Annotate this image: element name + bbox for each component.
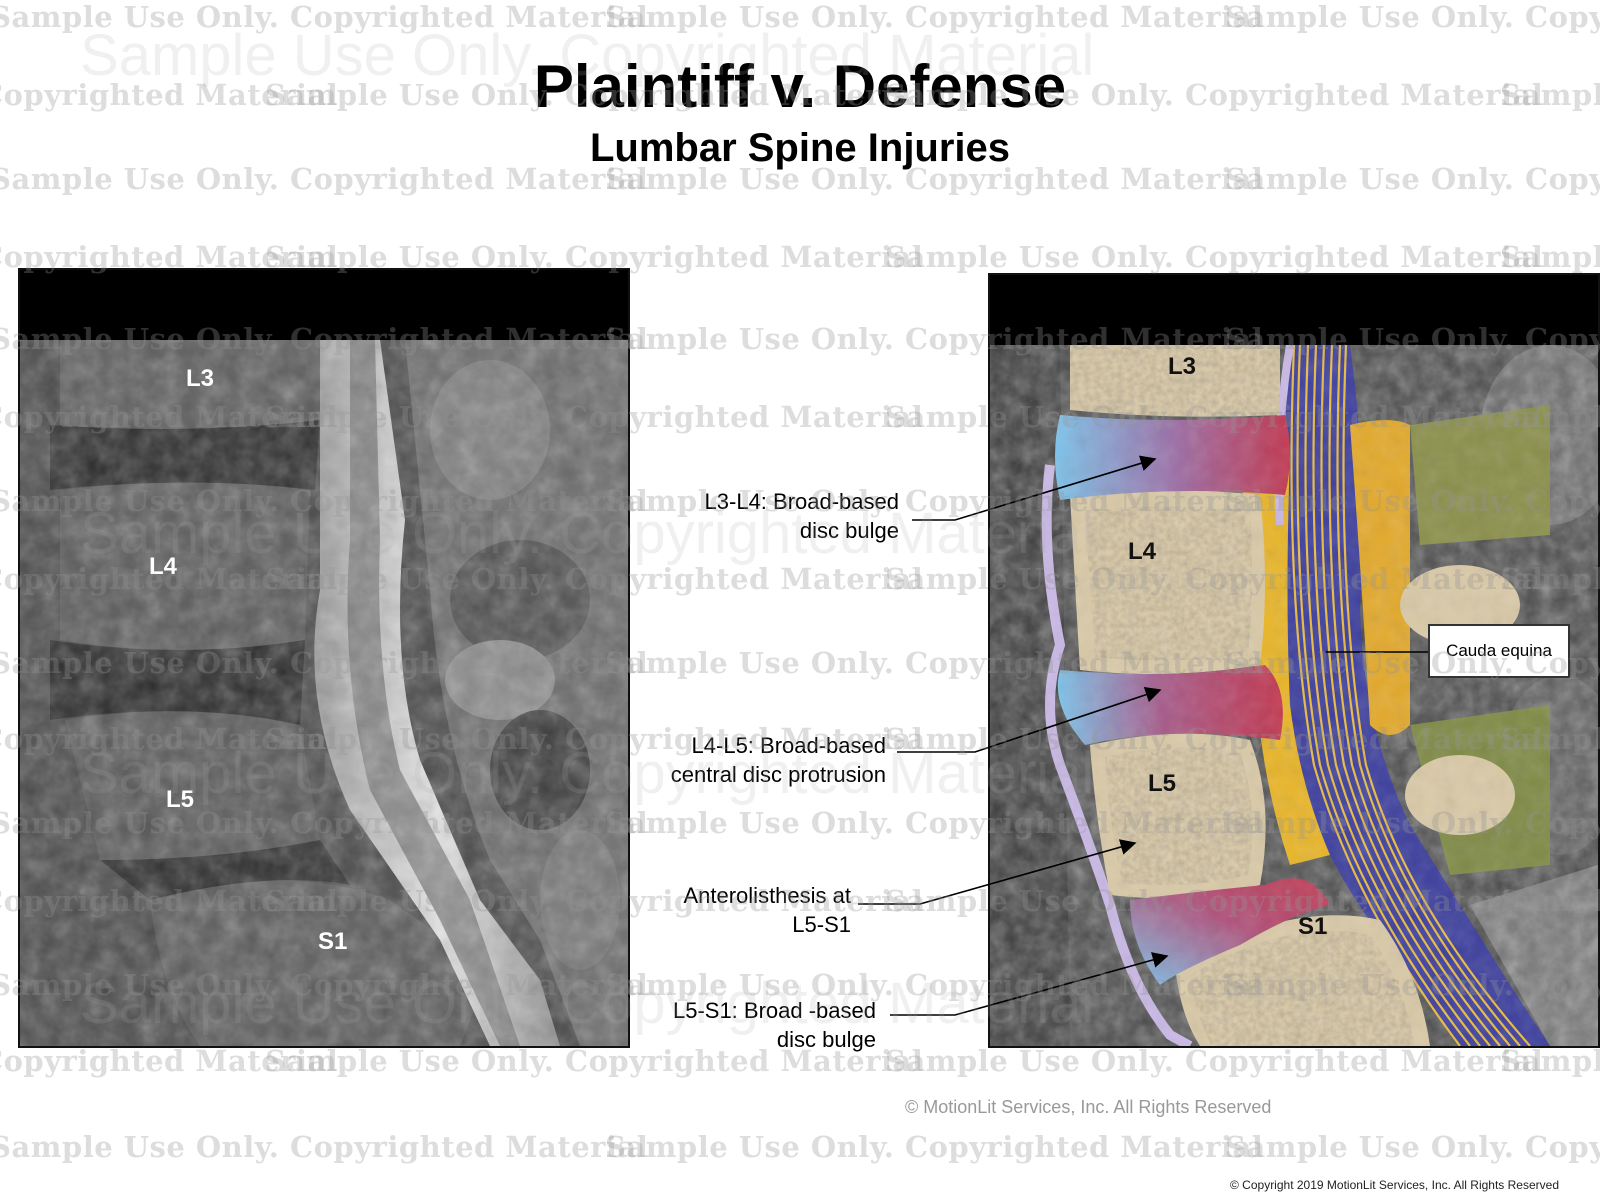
page-subtitle: Lumbar Spine Injuries	[589, 126, 1011, 170]
leader-l5-s1	[890, 952, 1169, 1016]
callout-l5-s1: L5-S1: Broad -based disc bulge	[673, 996, 876, 1054]
callout-l3-l4: L3-L4: Broad-based disc bulge	[705, 487, 899, 545]
illustration-panel: L3 L4 L5 S1	[988, 273, 1600, 1048]
copyright-mid: © MotionLit Services, Inc. All Rights Re…	[905, 1097, 1272, 1117]
mri-panel-header-bar	[20, 270, 628, 340]
illustration-label-l4: L4	[1128, 538, 1157, 565]
callout-anterolisthesis: Anterolisthesis at L5-S1	[683, 881, 851, 939]
cauda-equina-label: Cauda equina	[1428, 624, 1570, 678]
mri-label-l4: L4	[149, 553, 178, 580]
callout-l3-l4-line2: disc bulge	[799, 518, 899, 543]
callout-l4-l5: L4-L5: Broad-based central disc protrusi…	[671, 731, 886, 789]
callout-anterolisthesis-line2: L5-S1	[792, 912, 851, 937]
mri-label-l3: L3	[186, 365, 215, 392]
illustration-label-l3: L3	[1168, 353, 1197, 380]
leader-l3-l4	[912, 455, 1157, 521]
mri-label-s1: S1	[318, 928, 348, 955]
leader-anterolisthesis	[858, 839, 1137, 905]
callout-anterolisthesis-line1: Anterolisthesis at	[683, 883, 851, 908]
callout-l4-l5-line2: central disc protrusion	[670, 762, 886, 787]
callout-l5-s1-line1: L5-S1: Broad -based	[672, 998, 876, 1023]
leader-l4-l5	[897, 686, 1162, 753]
spine-illustration	[990, 345, 1598, 1046]
illustration-label-l5: L5	[1148, 770, 1177, 797]
page-title: Plaintiff v. Defense	[533, 53, 1067, 120]
callout-l5-s1-line2: disc bulge	[776, 1027, 876, 1052]
mri-panel: L3 L4 L5 S1	[18, 268, 630, 1048]
callout-l4-l5-line1: L4-L5: Broad-based	[691, 733, 886, 758]
illustration-panel-header-bar	[990, 275, 1598, 345]
mri-image	[20, 340, 628, 1046]
copyright-bottom: © Copyright 2019 MotionLit Services, Inc…	[1230, 1178, 1559, 1192]
callout-l3-l4-line1: L3-L4: Broad-based	[704, 489, 899, 514]
illustration-label-s1: S1	[1298, 913, 1328, 940]
mri-label-l5: L5	[166, 786, 195, 813]
